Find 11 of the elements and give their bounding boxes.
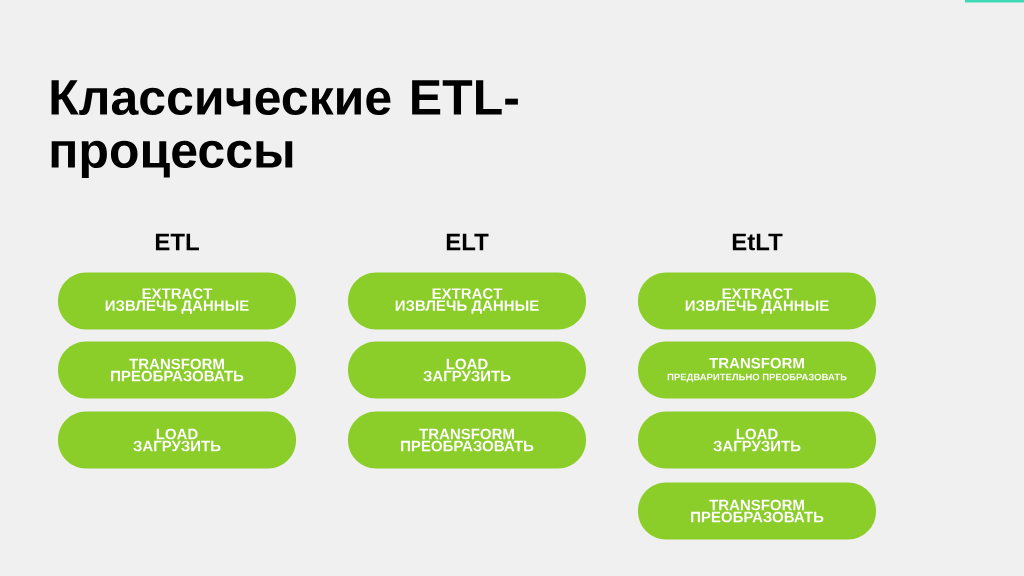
step-pill: LOAD ЗАГРУЗИТЬ <box>58 411 296 469</box>
step-pill: TRANSFORM ПРЕОБРАЗОВАТЬ <box>638 482 876 540</box>
step-pill: EXTRACT ИЗВЛЕЧЬ ДАННЫЕ <box>638 272 876 330</box>
step-pill: TRANSFORM ПРЕДВАРИТЕЛЬНО ПРЕОБРАЗОВАТЬ <box>638 341 876 399</box>
step-pill: EXTRACT ИЗВЛЕЧЬ ДАННЫЕ <box>348 272 586 330</box>
title: Классические ETL-процессы <box>51 80 518 178</box>
step-pill: LOAD ЗАГРУЗИТЬ <box>638 411 876 469</box>
step-pill: TRANSFORM ПРЕОБРАЗОВАТЬ <box>348 411 586 469</box>
step-pill: EXTRACT ИЗВЛЕЧЬ ДАННЫЕ <box>58 272 296 330</box>
step-pill: TRANSFORM ПРЕОБРАЗОВАТЬ <box>58 341 296 399</box>
step-pill: LOAD ЗАГРУЗИТЬ <box>348 341 586 399</box>
